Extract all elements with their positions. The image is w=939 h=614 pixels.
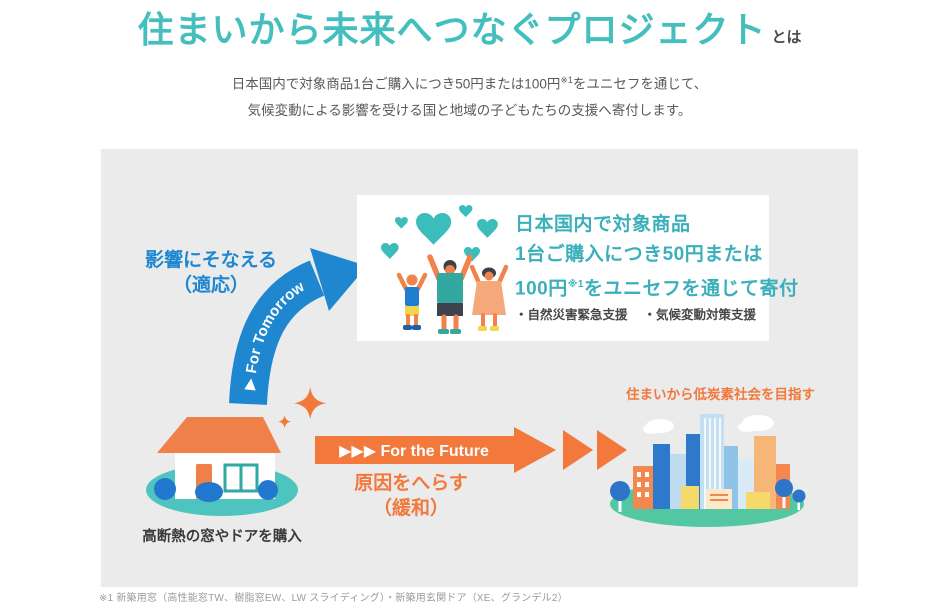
children-hearts-illustration xyxy=(381,205,509,334)
future-arrow-chevron-2 xyxy=(597,430,627,470)
description-line1: 日本国内で対象商品1台ご購入につき50円または100円※1をユニセフを通じて、 xyxy=(231,75,708,92)
child-middle xyxy=(427,254,473,334)
hearts-icon xyxy=(381,205,498,262)
footnote: ※1 新築用窓（高性能窓TW、樹脂窓EW、LW スライディング）・新築用玄関ドア… xyxy=(99,593,568,604)
future-arrow-band xyxy=(315,436,514,464)
house-roof xyxy=(157,417,281,453)
footnote-marker: ※1 xyxy=(567,279,584,290)
support-bullet-climate: ・気候変動対策支援 xyxy=(643,308,757,322)
diagram-panel: 影響にそなえる （適応） ▶ For Tomorrow xyxy=(101,149,858,587)
clouds xyxy=(643,415,774,434)
buildings xyxy=(633,414,790,509)
house-illustration xyxy=(146,417,298,516)
future-arrow-label: ▶▶▶ For the Future xyxy=(339,443,489,460)
page-title-row: 住まいから未来へつなぐプロジェクト とは xyxy=(0,8,939,51)
future-arrow-head xyxy=(514,427,556,473)
city-illustration xyxy=(610,414,806,527)
support-bullets: ・自然災害緊急支援 ・気候変動対策支援 xyxy=(515,304,756,323)
donation-text: 日本国内で対象商品 1台ご購入につき50円または 100円※1をユニセフを通じて… xyxy=(515,210,799,304)
support-bullet-disaster: ・自然災害緊急支援 xyxy=(515,308,628,322)
future-arrow-chevron-1 xyxy=(563,430,593,470)
donation-line3: 100円※1をユニセフを通じて寄付 xyxy=(515,278,799,300)
donation-card: 日本国内で対象商品 1台ご購入につき50円または 100円※1をユニセフを通じて… xyxy=(357,195,798,341)
for-tomorrow-arrow-icon: ▶ For Tomorrow xyxy=(229,248,367,406)
description-line2: 気候変動による影響を受ける国と地域の子どもたちの支援へ寄付します。 xyxy=(247,102,692,118)
house-label: 高断熱の窓やドアを購入 xyxy=(142,529,302,545)
for-the-future-arrow-icon: ▶▶▶ For the Future xyxy=(315,427,627,473)
city-label: 住まいから低炭素社会を目指す xyxy=(626,387,815,402)
tomorrow-arrow-band xyxy=(229,260,325,406)
page-title: 住まいから未来へつなぐプロジェクト xyxy=(137,9,767,50)
tomorrow-arrow-head xyxy=(310,248,367,311)
child-left xyxy=(396,272,428,330)
bushes xyxy=(154,478,278,502)
footnote-marker: ※1 xyxy=(560,75,573,85)
project-description: 日本国内で対象商品1台ご購入につき50円または100円※1をユニセフを通じて、 … xyxy=(0,67,939,124)
mitigation-label: 原因をへらす （緩和） xyxy=(354,473,468,519)
sparkle-icon xyxy=(278,387,327,429)
child-right xyxy=(469,264,509,331)
donation-line1: 日本国内で対象商品 xyxy=(515,214,691,235)
trees xyxy=(610,479,806,512)
page-title-suffix: とは xyxy=(771,29,802,46)
donation-line2: 1台ご購入につき50円または xyxy=(515,244,763,265)
adaptation-label: 影響にそなえる （適応） xyxy=(144,250,278,296)
